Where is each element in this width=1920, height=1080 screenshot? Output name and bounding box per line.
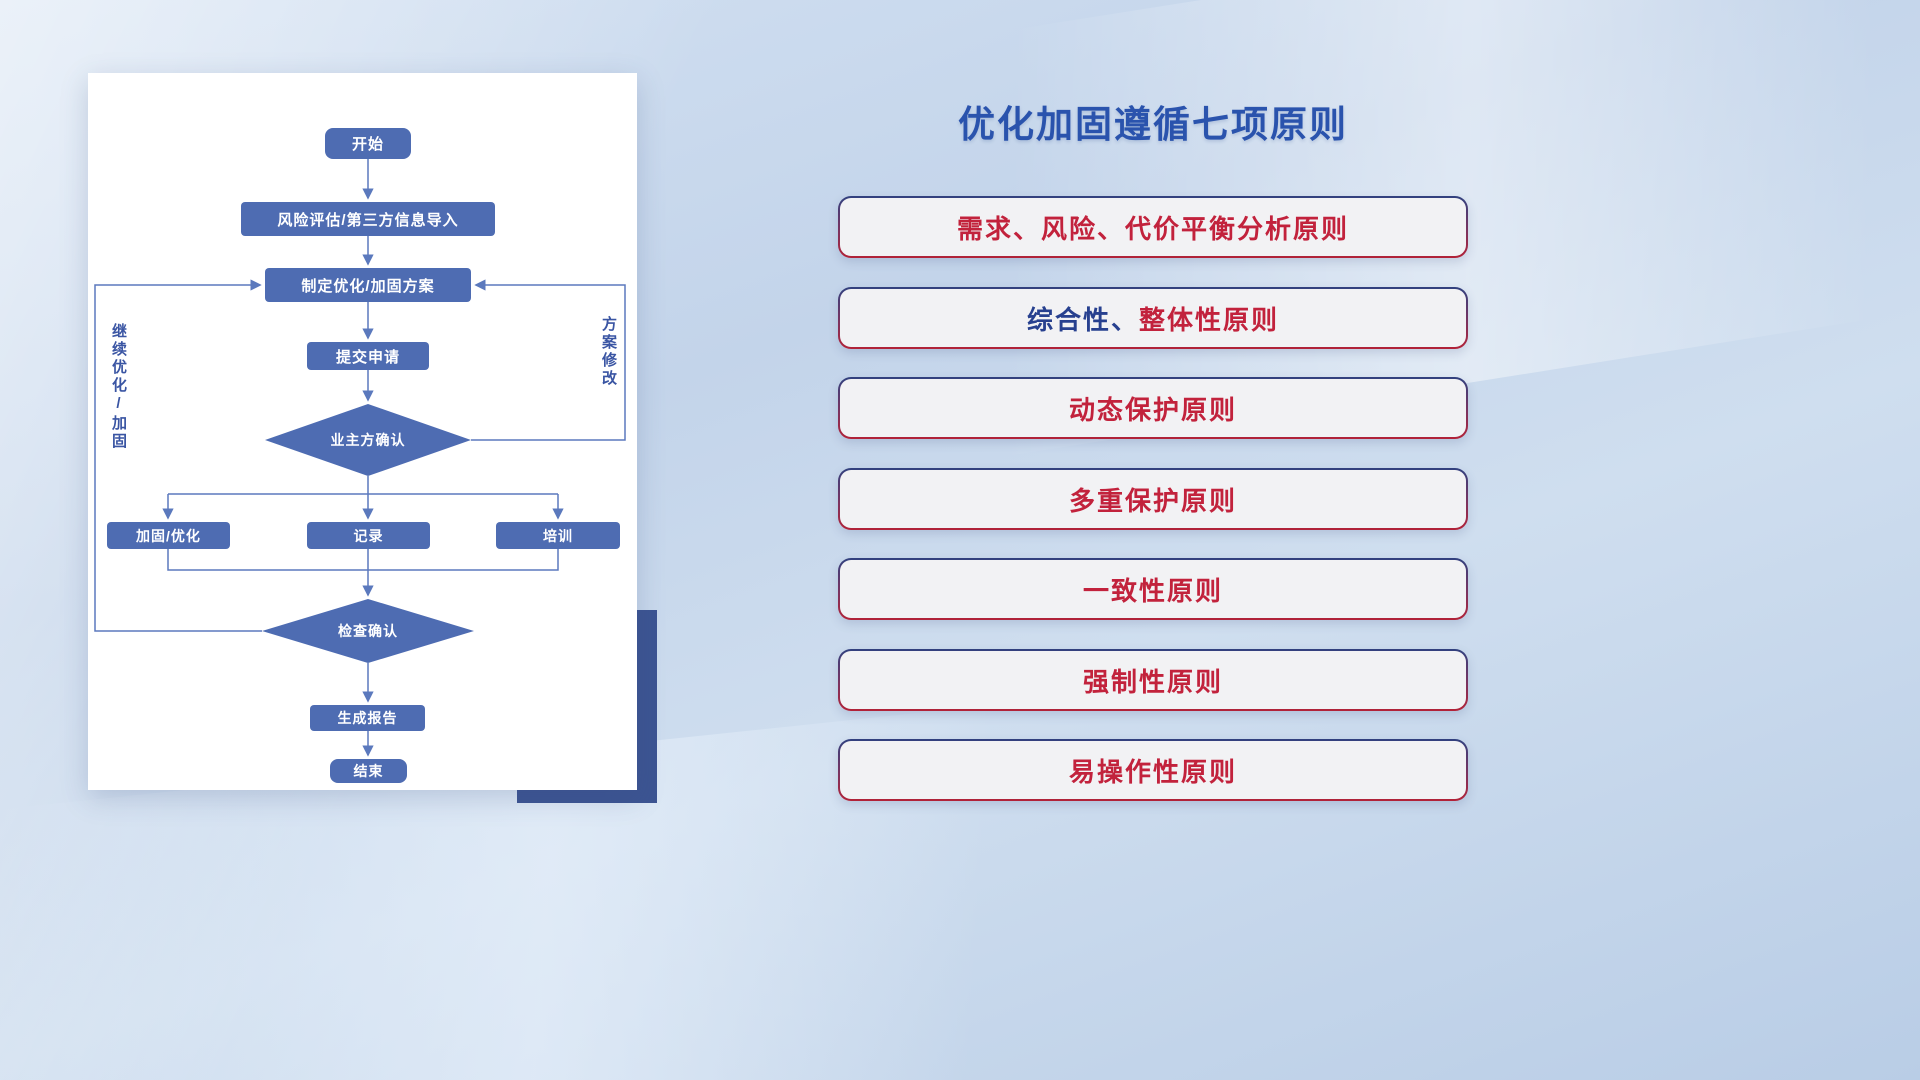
principle-text: 动态保护原则 [1068,394,1237,425]
page-title: 优化加固遵循七项原则 [958,104,1348,145]
flow-node-harden: 加固/优化 [107,522,230,549]
principle-card: 需求、风险、代价平衡分析原则 [838,196,1468,258]
flow-connectors [94,159,626,757]
principle-text-highlight: 综合性、 [1026,304,1139,335]
flow-node-start: 开始 [325,128,411,159]
principle-card-inner: 易操作性原则 [840,741,1466,799]
principle-card-inner: 需求、风险、代价平衡分析原则 [840,198,1466,256]
flow-node-make-plan: 制定优化/加固方案 [265,268,471,302]
flow-node-label: 业主方确认 [330,432,406,448]
principle-card: 强制性原则 [838,649,1468,711]
flow-node-end: 结束 [330,759,407,783]
principle-card: 一致性原则 [838,558,1468,620]
flow-node-submit: 提交申请 [307,342,429,370]
flow-node-risk-assess: 风险评估/第三方信息导入 [241,202,495,236]
principle-card-inner: 多重保护原则 [840,470,1466,528]
principle-text: 整体性原则 [1139,304,1280,335]
loop-label-plan-revise: 方案修改 [600,316,617,388]
principle-card: 动态保护原则 [838,377,1468,439]
principle-text: 一致性原则 [1082,575,1223,606]
loop-label-continue-optimize: 继续优化/加固 [110,323,127,451]
principle-card: 综合性、整体性原则 [838,287,1468,349]
principle-card: 多重保护原则 [838,468,1468,530]
principle-card-inner: 强制性原则 [840,651,1466,709]
flow-node-train: 培训 [496,522,620,549]
principle-text: 需求、风险、代价平衡分析原则 [956,213,1349,244]
principle-text: 易操作性原则 [1068,756,1237,787]
principle-text: 强制性原则 [1082,666,1223,697]
flowchart-card: 开始 风险评估/第三方信息导入 制定优化/加固方案 提交申请 业主方确认 加固/… [88,73,637,790]
principle-text: 多重保护原则 [1068,485,1237,516]
flow-node-report: 生成报告 [310,705,425,731]
principle-card-inner: 一致性原则 [840,560,1466,618]
principle-card: 易操作性原则 [838,739,1468,801]
principle-card-inner: 动态保护原则 [840,379,1466,437]
flow-node-label: 检查确认 [338,623,398,639]
principle-card-inner: 综合性、整体性原则 [840,289,1466,347]
flow-node-record: 记录 [307,522,430,549]
